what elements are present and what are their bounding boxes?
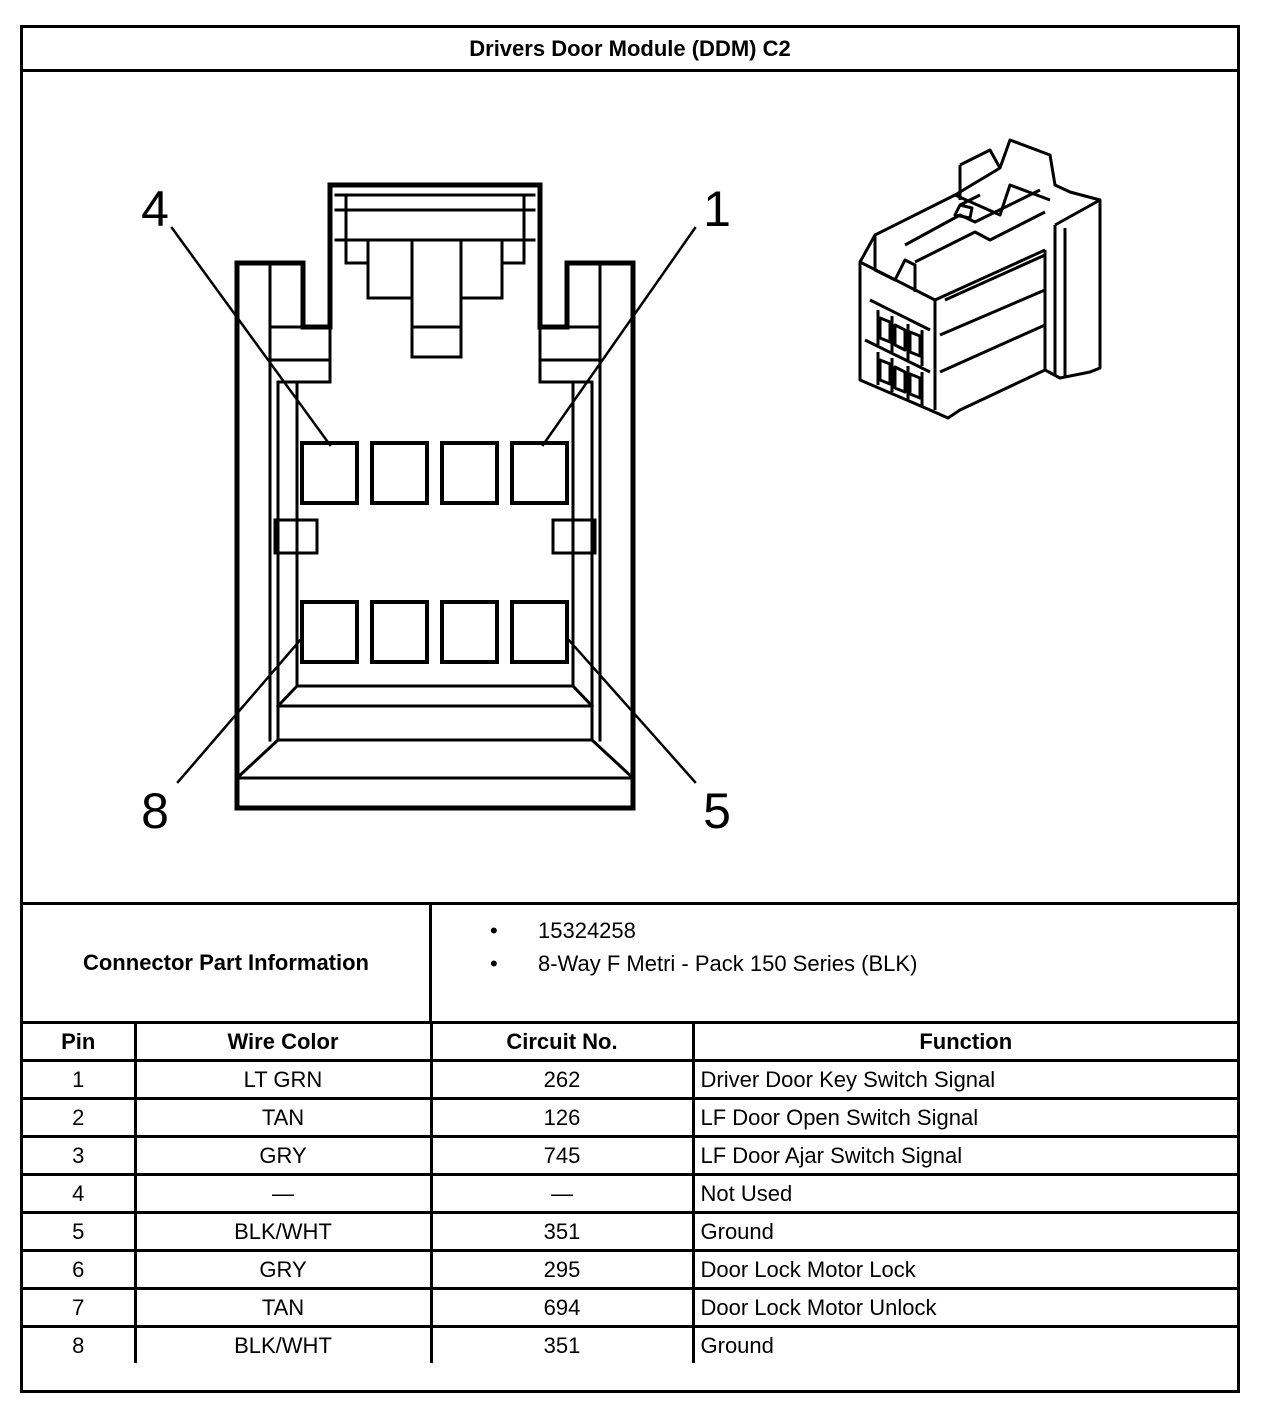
pin-cell: 3: [23, 1135, 137, 1176]
bullet-icon: •: [490, 918, 498, 943]
pin-cell: 7: [23, 1287, 137, 1328]
circuit-cell: 745: [429, 1135, 695, 1176]
circuit-cell: 295: [429, 1249, 695, 1290]
table-row: 6 GRY 295 Door Lock Motor Lock: [23, 1249, 1237, 1290]
page-title: Drivers Door Module (DDM) C2: [23, 28, 1237, 72]
wire-color-cell: —: [133, 1173, 433, 1214]
left-polarizing-tab: [273, 518, 319, 555]
wire-color-cell: BLK/WHT: [133, 1325, 433, 1363]
function-cell: Ground: [691, 1211, 1237, 1252]
column-header-circuit-no: Circuit No.: [429, 1024, 695, 1062]
cavity-pin-3: [370, 441, 429, 505]
callout-leaders: [170, 226, 697, 784]
column-header-function: Function: [691, 1024, 1237, 1062]
pin-cell: 5: [23, 1211, 137, 1252]
pin-table: Pin Wire Color Circuit No. Function 1 LT…: [23, 1024, 1237, 1363]
function-cell: Door Lock Motor Lock: [691, 1249, 1237, 1290]
cavity-row-top: [300, 441, 569, 505]
connector-part-info-list: • 15324258 • 8-Way F Metri - Pack 150 Se…: [432, 905, 1237, 1021]
pin-cell: 1: [23, 1059, 137, 1100]
right-polarizing-tab: [551, 518, 597, 555]
circuit-cell: 262: [429, 1059, 695, 1100]
cavity-row-bottom: [300, 600, 569, 664]
connector-part-info: Connector Part Information • 15324258 • …: [23, 902, 1237, 1024]
function-cell: Driver Door Key Switch Signal: [691, 1059, 1237, 1100]
wire-color-cell: LT GRN: [133, 1059, 433, 1100]
connector-part-info-label: Connector Part Information: [23, 905, 432, 1021]
cavity-pin-6: [440, 600, 499, 664]
circuit-cell: 694: [429, 1287, 695, 1328]
wire-color-cell: TAN: [133, 1287, 433, 1328]
table-row: 1 LT GRN 262 Driver Door Key Switch Sign…: [23, 1059, 1237, 1100]
pin-cell: 2: [23, 1097, 137, 1138]
cavity-pin-7: [370, 600, 429, 664]
table-row: 8 BLK/WHT 351 Ground: [23, 1325, 1237, 1363]
callout-pin-1: 1: [703, 181, 731, 237]
bullet-icon: •: [490, 951, 498, 976]
table-row: 4 — — Not Used: [23, 1173, 1237, 1214]
function-cell: LF Door Ajar Switch Signal: [691, 1135, 1237, 1176]
part-number: 15324258: [538, 918, 636, 943]
callout-pin-4: 4: [141, 181, 169, 237]
table-row: 2 TAN 126 LF Door Open Switch Signal: [23, 1097, 1237, 1138]
pin-cell: 8: [23, 1325, 137, 1363]
wire-color-cell: BLK/WHT: [133, 1211, 433, 1252]
connector-latch: [334, 193, 536, 359]
table-row: 5 BLK/WHT 351 Ground: [23, 1211, 1237, 1252]
cavity-pin-5: [510, 600, 569, 664]
connector-isometric-view: [858, 138, 1102, 420]
wire-color-cell: TAN: [133, 1097, 433, 1138]
callout-pin-8: 8: [141, 783, 169, 839]
table-header-row: Pin Wire Color Circuit No. Function: [23, 1024, 1237, 1062]
table-row: 7 TAN 694 Door Lock Motor Unlock: [23, 1287, 1237, 1328]
connector-sheet: Drivers Door Module (DDM) C2: [20, 25, 1240, 1393]
callout-pin-5: 5: [703, 783, 731, 839]
pin-cell: 6: [23, 1249, 137, 1290]
table-row: 3 GRY 745 LF Door Ajar Switch Signal: [23, 1135, 1237, 1176]
circuit-cell: 351: [429, 1325, 695, 1363]
pin-cell: 4: [23, 1173, 137, 1214]
function-cell: Not Used: [691, 1173, 1237, 1214]
column-header-wire-color: Wire Color: [133, 1024, 433, 1062]
connector-housing: [234, 182, 636, 811]
circuit-cell: 126: [429, 1097, 695, 1138]
cavity-pin-4: [300, 441, 359, 505]
function-cell: LF Door Open Switch Signal: [691, 1097, 1237, 1138]
function-cell: Ground: [691, 1325, 1237, 1363]
wire-color-cell: GRY: [133, 1135, 433, 1176]
column-header-pin: Pin: [23, 1024, 137, 1062]
connector-description: 8-Way F Metri - Pack 150 Series (BLK): [538, 951, 918, 976]
function-cell: Door Lock Motor Unlock: [691, 1287, 1237, 1328]
cavity-pin-2: [440, 441, 499, 505]
cavity-pin-8: [300, 600, 359, 664]
wire-color-cell: GRY: [133, 1249, 433, 1290]
circuit-cell: 351: [429, 1211, 695, 1252]
cavity-pin-1: [510, 441, 569, 505]
circuit-cell: —: [429, 1173, 695, 1214]
